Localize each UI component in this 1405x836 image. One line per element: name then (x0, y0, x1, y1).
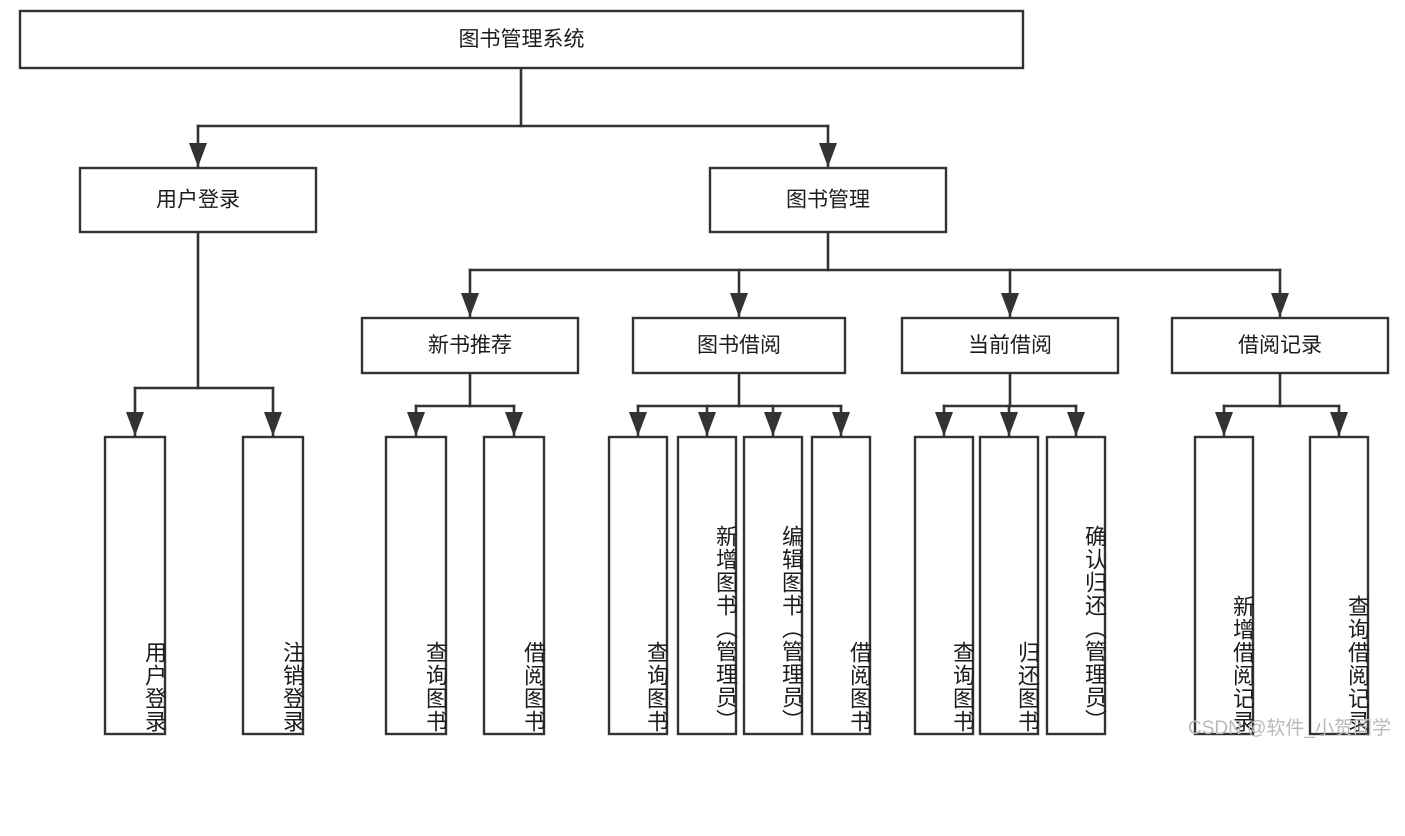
diagram-canvas: 图书管理系统用户登录图书管理新书推荐图书借阅当前借阅借阅记录 用户登录注销登录查… (18, 9, 1391, 739)
arrow-head-icon (730, 293, 748, 317)
leaf-return-book[interactable] (978, 435, 1040, 736)
arrow-head-icon (407, 412, 425, 436)
box-layer (18, 9, 1390, 736)
node-current-borrow[interactable] (900, 316, 1120, 375)
leaf-user-login[interactable] (103, 435, 167, 736)
arrow-head-icon (189, 143, 207, 167)
leaf-confirm-return[interactable] (1045, 435, 1107, 736)
node-borrow-record[interactable] (1170, 316, 1390, 375)
node-new-book-rec-label: 新书推荐 (428, 334, 512, 357)
arrow-head-icon (461, 293, 479, 317)
arrow-head-icon (1000, 412, 1018, 436)
arrow-head-icon (505, 412, 523, 436)
arrow-head-icon (935, 412, 953, 436)
leaf-query-book-1[interactable] (384, 435, 448, 736)
arrow-head-icon (126, 412, 144, 436)
node-book-manage-label: 图书管理 (786, 189, 870, 212)
leaf-query-book-2[interactable] (607, 435, 669, 736)
node-new-book-rec[interactable] (360, 316, 580, 375)
leaf-add-record[interactable] (1193, 435, 1255, 736)
watermark-text: CSDN @软件_小贺同学 (1188, 718, 1391, 739)
arrow-head-icon (1271, 293, 1289, 317)
leaf-edit-book[interactable] (742, 435, 804, 736)
leaf-logout[interactable] (241, 435, 305, 736)
node-book-borrow[interactable] (631, 316, 847, 375)
node-borrow-record-label: 借阅记录 (1238, 334, 1322, 357)
arrow-head-icon (1067, 412, 1085, 436)
node-user-login-label: 用户登录 (156, 189, 240, 212)
node-book-manage[interactable] (708, 166, 948, 234)
node-book-borrow-label: 图书借阅 (697, 334, 781, 357)
leaf-query-book-3[interactable] (913, 435, 975, 736)
leaf-borrow-book-1[interactable] (482, 435, 546, 736)
arrow-head-icon (264, 412, 282, 436)
node-root[interactable] (18, 9, 1025, 70)
node-user-login[interactable] (78, 166, 318, 234)
node-current-borrow-label: 当前借阅 (968, 334, 1052, 357)
connector-layer (126, 66, 1348, 437)
arrow-head-icon (1001, 293, 1019, 317)
leaf-add-book[interactable] (676, 435, 738, 736)
node-root-label: 图书管理系统 (459, 28, 585, 51)
arrow-head-icon (832, 412, 850, 436)
arrow-head-icon (629, 412, 647, 436)
arrow-head-icon (698, 412, 716, 436)
arrow-head-icon (764, 412, 782, 436)
arrow-head-icon (1330, 412, 1348, 436)
arrow-head-icon (1215, 412, 1233, 436)
leaf-borrow-book-2[interactable] (810, 435, 872, 736)
leaf-query-record[interactable] (1308, 435, 1370, 736)
arrow-head-icon (819, 143, 837, 167)
